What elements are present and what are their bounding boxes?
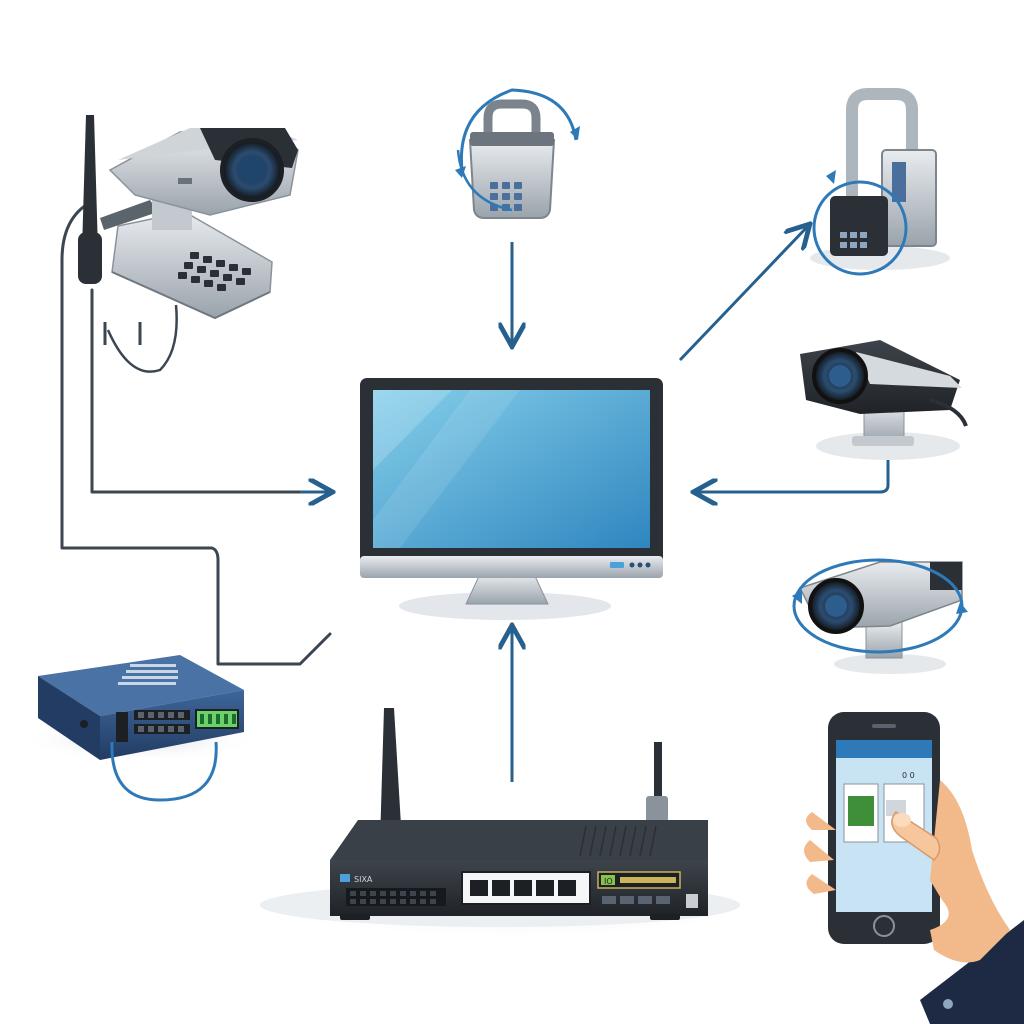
antenna-right bbox=[654, 742, 662, 802]
ethernet-port bbox=[558, 880, 576, 896]
ethernet-port bbox=[492, 880, 510, 896]
monitor-icon bbox=[360, 378, 663, 620]
keypad-padlock-icon bbox=[455, 88, 580, 219]
bullet-camera-icon bbox=[800, 340, 968, 460]
cable-nvr-link bbox=[60, 198, 332, 666]
rotating-camera-icon bbox=[792, 558, 968, 674]
router-brand-label: SIXA bbox=[354, 875, 373, 884]
ethernet-port bbox=[514, 880, 532, 896]
ethernet-port bbox=[470, 880, 488, 896]
phone-header-text: 0 0 bbox=[902, 771, 915, 780]
cables bbox=[60, 198, 890, 666]
antenna-left bbox=[380, 708, 402, 842]
ethernet-port bbox=[536, 880, 554, 896]
cable-camera-right bbox=[704, 453, 890, 494]
security-camera-with-keypad-icon bbox=[78, 115, 299, 373]
network-video-recorder-icon bbox=[20, 655, 260, 802]
router-switch-icon: SIXA IO bbox=[260, 708, 762, 938]
monitor-screen bbox=[373, 390, 650, 548]
arrow-monitor-to-door-lock bbox=[678, 226, 808, 362]
door-lock-unit-icon bbox=[810, 88, 950, 276]
cable-antenna-loop bbox=[90, 288, 320, 494]
arrows bbox=[300, 226, 808, 782]
router-display-label: IO bbox=[604, 877, 613, 886]
smartphone-in-hand-icon: 0 0 bbox=[804, 712, 1024, 1024]
